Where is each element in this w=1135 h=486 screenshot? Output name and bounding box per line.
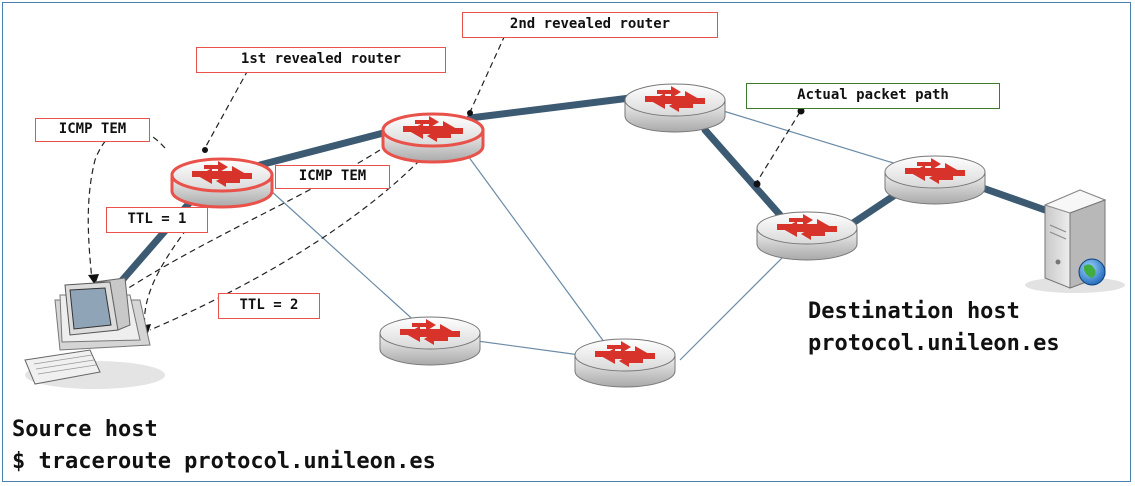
link-r5-r6 [469, 339, 581, 356]
label-icmp-tem-mid: ICMP TEM [275, 165, 390, 189]
router-2nd-revealed [381, 112, 485, 164]
link-r1-r5 [269, 189, 431, 336]
label-ttl-1: TTL = 1 [106, 207, 208, 233]
label-ttl-2: TTL = 2 [218, 293, 320, 319]
network-links [269, 109, 901, 361]
link-r6-r7 [679, 249, 791, 361]
label-icmp-tem-top: ICMP TEM [35, 118, 150, 142]
traceroute-command: $ traceroute protocol.unileon.es [12, 449, 436, 474]
label-actual-packet-path: Actual packet path [746, 83, 1000, 109]
destination-host-title: Destination host [808, 299, 1020, 324]
link-r2-r6 [459, 144, 611, 351]
source-host-title: Source host [12, 417, 158, 442]
router-top [624, 83, 726, 133]
router-right [884, 155, 986, 205]
link-r3-r8 [719, 109, 901, 166]
label-2nd-revealed-router: 2nd revealed router [462, 12, 718, 38]
label-1st-revealed-router: 1st revealed router [196, 47, 446, 73]
router-bottom-middle [574, 338, 676, 388]
destination-server-icon [1025, 189, 1125, 293]
destination-host-name: protocol.unileon.es [808, 331, 1060, 356]
source-computer-icon [24, 277, 165, 389]
router-bottom-left [379, 316, 481, 366]
router-1st-revealed [170, 157, 274, 209]
globe-icon [1078, 258, 1106, 286]
dashed-callouts [87, 34, 801, 331]
router-mid-right [756, 211, 858, 261]
